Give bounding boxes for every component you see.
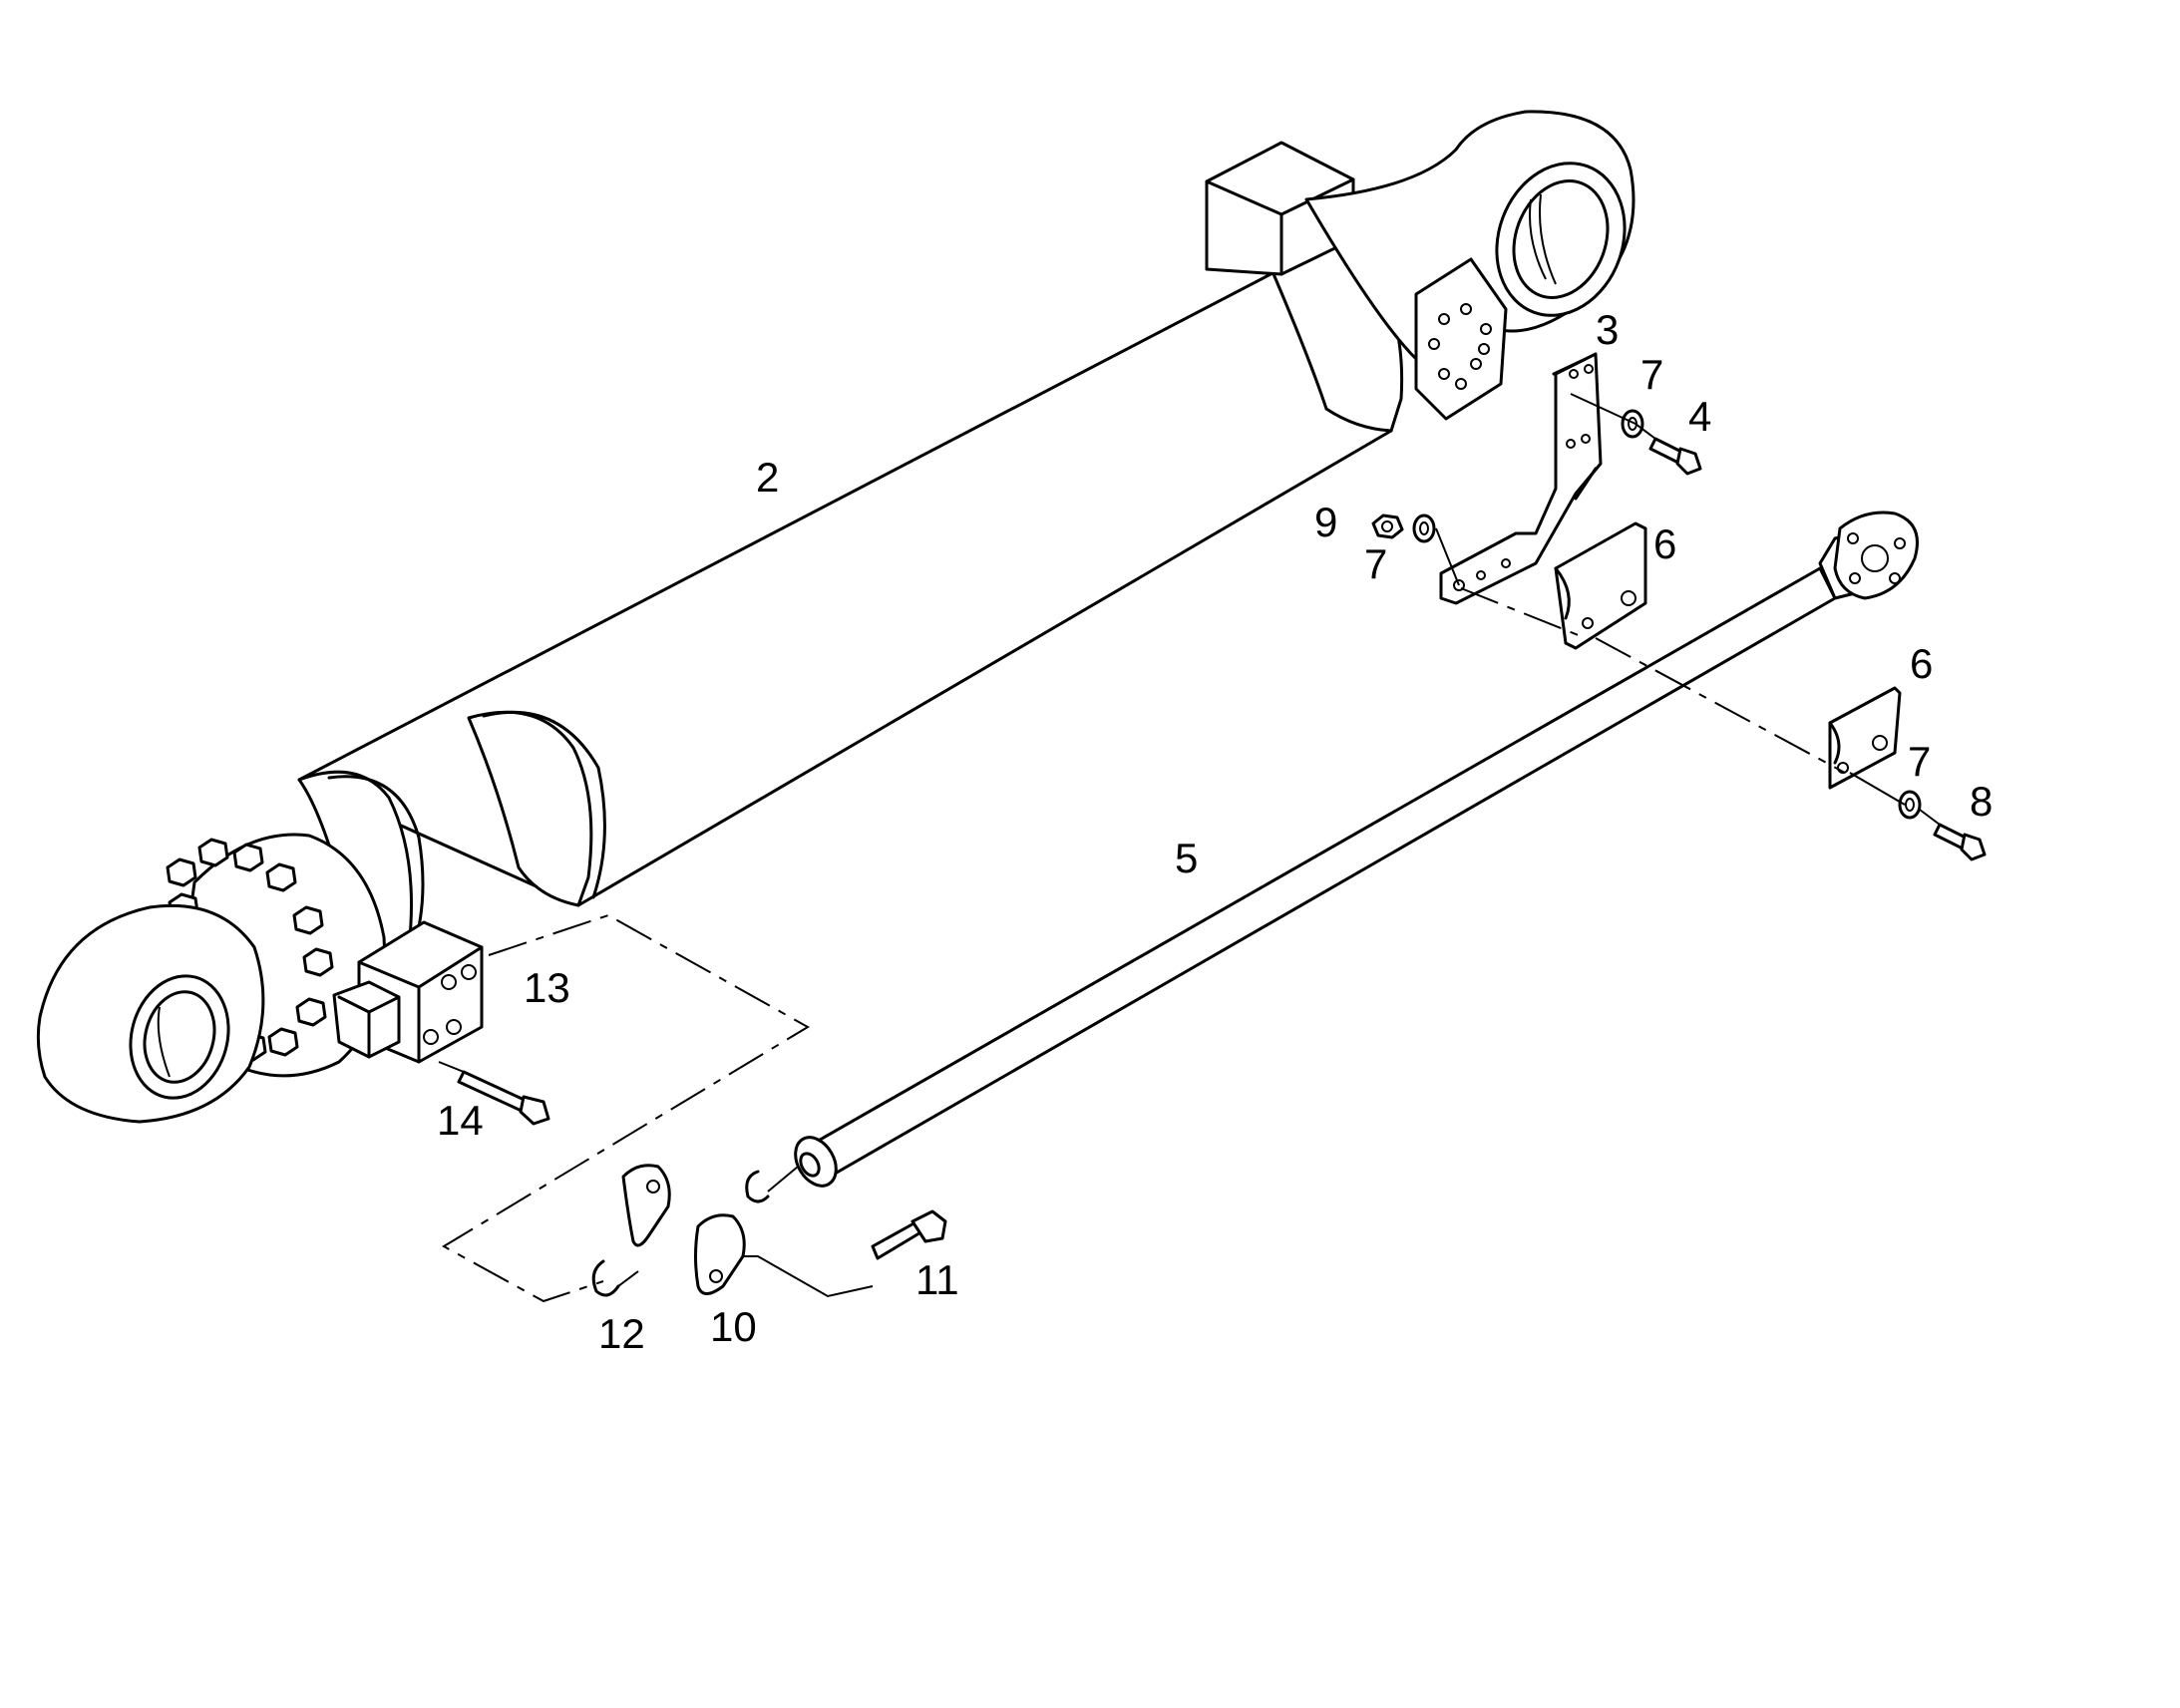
clamp-upper	[1554, 521, 1647, 650]
label-8: 8	[1970, 778, 1993, 825]
bracket	[1439, 352, 1603, 605]
callout-labels: 2 3 4 5 6 6 7 7 7 8 9 10 11 12 13 14	[437, 306, 1993, 1357]
label-9: 9	[1314, 499, 1337, 545]
label-5: 5	[1175, 835, 1198, 881]
flange-holes	[1428, 303, 1492, 390]
label-14: 14	[437, 1097, 484, 1144]
cylinder-barrel	[297, 110, 1635, 967]
label-7-upper: 7	[1640, 351, 1663, 398]
label-13: 13	[524, 964, 570, 1011]
label-10: 10	[710, 1303, 757, 1350]
tube	[794, 511, 1919, 1188]
label-3: 3	[1596, 306, 1619, 353]
label-2: 2	[756, 454, 779, 501]
label-11: 11	[915, 1256, 959, 1303]
label-7-middle: 7	[1364, 540, 1387, 587]
bolt-11	[871, 1209, 947, 1260]
nut-9	[1371, 513, 1404, 539]
bolt-14	[457, 1070, 550, 1126]
label-6-upper: 6	[1653, 520, 1676, 567]
clamp-lower	[1828, 686, 1902, 790]
split-flange-10	[621, 1164, 746, 1295]
washer-7-a	[1412, 513, 1436, 543]
o-ring	[745, 1170, 770, 1203]
ring-12	[591, 1259, 620, 1297]
label-6-lower: 6	[1910, 640, 1933, 687]
label-7-lower: 7	[1908, 738, 1931, 785]
bolt-4	[1648, 437, 1702, 476]
bolt-8	[1933, 823, 1987, 861]
label-4: 4	[1688, 393, 1711, 440]
leader-lines	[438, 393, 1941, 1303]
label-12: 12	[598, 1310, 645, 1357]
washer-7-c	[1898, 790, 1922, 820]
cylinder-head	[36, 833, 484, 1124]
washer-7-b	[1621, 409, 1644, 439]
